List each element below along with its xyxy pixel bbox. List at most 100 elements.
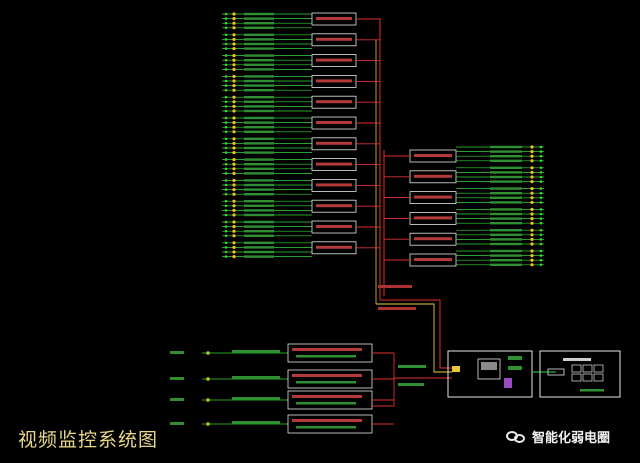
camera-label [244, 47, 274, 50]
camera-label [244, 220, 274, 224]
camera-label [244, 193, 274, 196]
camera-node [539, 254, 543, 257]
camera-group-right [384, 145, 544, 163]
camera-group-left [222, 137, 380, 155]
camera-label [244, 33, 274, 36]
camera-icon [232, 151, 236, 155]
camera-icon [232, 54, 236, 58]
camera-label [490, 259, 522, 262]
camera-label [244, 142, 274, 145]
input-label [170, 422, 184, 425]
camera-label [244, 151, 274, 154]
camera-label [244, 225, 274, 228]
camera-node [224, 88, 228, 92]
camera-icon [530, 263, 534, 267]
camera-node [539, 187, 543, 190]
camera-node [224, 183, 228, 187]
central-equipment [447, 350, 621, 398]
camera-node [539, 258, 543, 262]
camera-group-right [384, 187, 544, 205]
camera-groups-right [384, 145, 544, 267]
camera-label [244, 38, 274, 41]
camera-group-left [222, 220, 380, 238]
camera-label [244, 17, 274, 20]
camera-label [244, 130, 274, 133]
poe-switch-label [316, 100, 352, 104]
camera-node [539, 217, 543, 220]
camera-icon [530, 233, 534, 237]
camera-icon [232, 255, 236, 259]
camera-icon [232, 26, 236, 30]
camera-label [244, 109, 274, 113]
camera-label [244, 172, 274, 175]
camera-group-left [222, 54, 380, 71]
converter-label [296, 381, 356, 384]
camera-groups-left [222, 12, 380, 259]
display-screen [582, 373, 593, 382]
camera-node [539, 145, 543, 149]
poe-switch-label [414, 216, 452, 220]
camera-icon [530, 200, 534, 204]
camera-label [244, 22, 274, 25]
poe-switch-label [414, 237, 452, 241]
camera-icon [232, 146, 236, 150]
camera-label [490, 196, 522, 199]
camera-group-left [222, 158, 380, 175]
camera-node [224, 142, 228, 145]
poe-switch-label [316, 79, 352, 83]
camera-icon [530, 212, 534, 216]
camera-node [224, 75, 228, 78]
camera-icon [232, 33, 236, 37]
decoder-unit [547, 368, 565, 376]
input-label [170, 351, 184, 354]
camera-group-right [384, 249, 544, 267]
camera-icon [232, 17, 236, 21]
camera-icon [530, 170, 534, 174]
fiber-to-core [376, 303, 452, 373]
camera-icon [232, 63, 236, 67]
camera-label [244, 84, 274, 87]
camera-label [490, 150, 522, 153]
poe-switch-label [316, 162, 352, 166]
camera-label [244, 42, 274, 46]
camera-label [244, 167, 274, 170]
camera-node [224, 234, 228, 238]
storage-unit [504, 378, 512, 388]
camera-node [224, 146, 228, 150]
camera-node [539, 208, 543, 211]
camera-group-left [222, 74, 380, 92]
camera-icon [232, 21, 236, 25]
camera-label [244, 250, 274, 254]
camera-icon [232, 12, 236, 16]
camera-label [490, 166, 522, 169]
display-screen [571, 373, 582, 382]
camera-label [244, 100, 274, 103]
camera-node [224, 38, 228, 41]
camera-icon [530, 166, 534, 170]
camera-node [224, 209, 228, 212]
camera-label [244, 75, 274, 78]
camera-node [539, 263, 543, 267]
wechat-icon [506, 429, 526, 445]
camera-node [224, 105, 228, 108]
camera-label [244, 137, 274, 140]
camera-icon [232, 158, 236, 162]
camera-label [490, 238, 522, 241]
camera-node [224, 54, 228, 57]
camera-label [244, 230, 274, 233]
device-label [508, 356, 522, 360]
camera-node [539, 242, 543, 246]
camera-icon [232, 84, 236, 88]
input-channel [170, 390, 394, 410]
camera-icon [232, 167, 236, 171]
nvr-unit [477, 358, 501, 380]
camera-node [224, 246, 228, 249]
camera-icon [232, 204, 236, 208]
camera-label [490, 233, 522, 236]
cable-label [232, 376, 280, 379]
camera-node [224, 179, 228, 182]
trunk-label [378, 307, 416, 310]
poe-switch-label [316, 225, 352, 228]
camera-node [539, 249, 543, 253]
poe-switch-label [316, 121, 352, 124]
